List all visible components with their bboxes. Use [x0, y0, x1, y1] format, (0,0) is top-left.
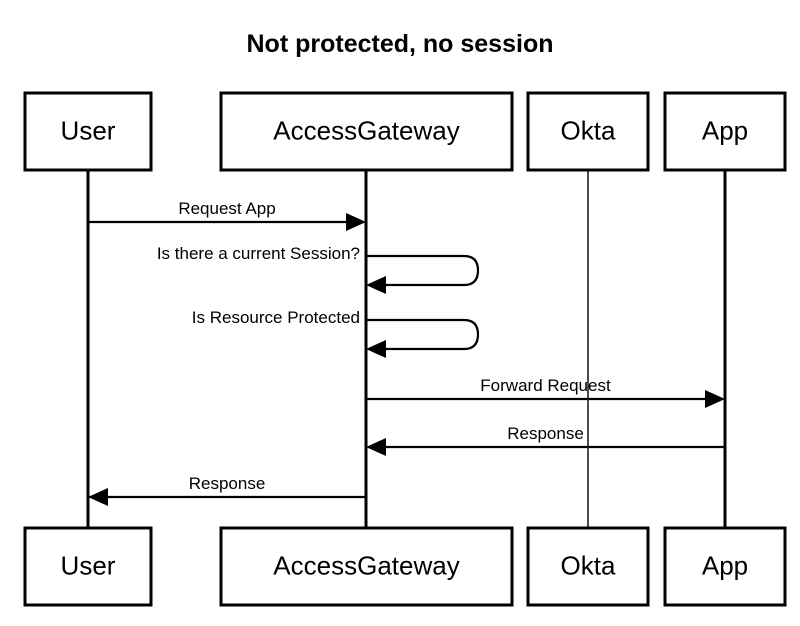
- participant-box[interactable]: [219, 526, 514, 607]
- arrow-head: [366, 340, 386, 358]
- message-label: Request App: [178, 199, 275, 218]
- participant-label: App: [702, 550, 748, 580]
- participant-app-top[interactable]: App: [663, 91, 787, 172]
- participant-box[interactable]: [526, 91, 650, 172]
- participant-label: Okta: [561, 115, 616, 145]
- participant-box[interactable]: [23, 526, 153, 607]
- message-label: Response: [189, 474, 266, 493]
- participant-label: AccessGateway: [273, 550, 459, 580]
- message-label: Forward Request: [480, 376, 611, 395]
- participant-box[interactable]: [663, 526, 787, 607]
- participant-label: AccessGateway: [273, 115, 459, 145]
- participant-boxes-bottom: User AccessGateway Okta App: [23, 526, 787, 607]
- message-label: Is Resource Protected: [192, 308, 360, 327]
- participant-box[interactable]: [526, 526, 650, 607]
- participant-app-bottom[interactable]: App: [663, 526, 787, 607]
- arrow-head: [705, 390, 725, 408]
- participant-box[interactable]: [663, 91, 787, 172]
- participant-boxes-top: User AccessGateway Okta App: [23, 91, 787, 172]
- message-label: Response: [507, 424, 584, 443]
- arrow-head: [366, 276, 386, 294]
- lifelines-layer: [86, 170, 727, 528]
- arrow-head: [366, 438, 386, 456]
- participant-box[interactable]: [23, 91, 153, 172]
- message-3: Is Resource Protected: [192, 308, 480, 358]
- message-4: Forward Request: [366, 376, 725, 408]
- participant-label: User: [61, 550, 116, 580]
- message-1: Request App: [88, 199, 366, 231]
- arrow-head: [346, 213, 366, 231]
- message-label: Is there a current Session?: [157, 244, 360, 263]
- message-6: Response: [88, 474, 366, 506]
- participant-box[interactable]: [219, 91, 514, 172]
- participant-label: App: [702, 115, 748, 145]
- self-message-path: [366, 318, 480, 351]
- participant-okta-top[interactable]: Okta: [526, 91, 650, 172]
- participant-accessgateway-top[interactable]: AccessGateway: [219, 91, 514, 172]
- participant-okta-bottom[interactable]: Okta: [526, 526, 650, 607]
- participant-user-top[interactable]: User: [23, 91, 153, 172]
- message-2: Is there a current Session?: [157, 244, 480, 294]
- participant-label: User: [61, 115, 116, 145]
- message-5: Response: [366, 424, 725, 456]
- participant-accessgateway-bottom[interactable]: AccessGateway: [219, 526, 514, 607]
- arrow-head: [88, 488, 108, 506]
- self-message-path: [366, 254, 480, 287]
- page-title: Not protected, no session: [247, 30, 554, 58]
- messages-layer: Request App Is there a current Session? Is…: [88, 199, 725, 506]
- participant-label: Okta: [561, 550, 616, 580]
- participant-user-bottom[interactable]: User: [23, 526, 153, 607]
